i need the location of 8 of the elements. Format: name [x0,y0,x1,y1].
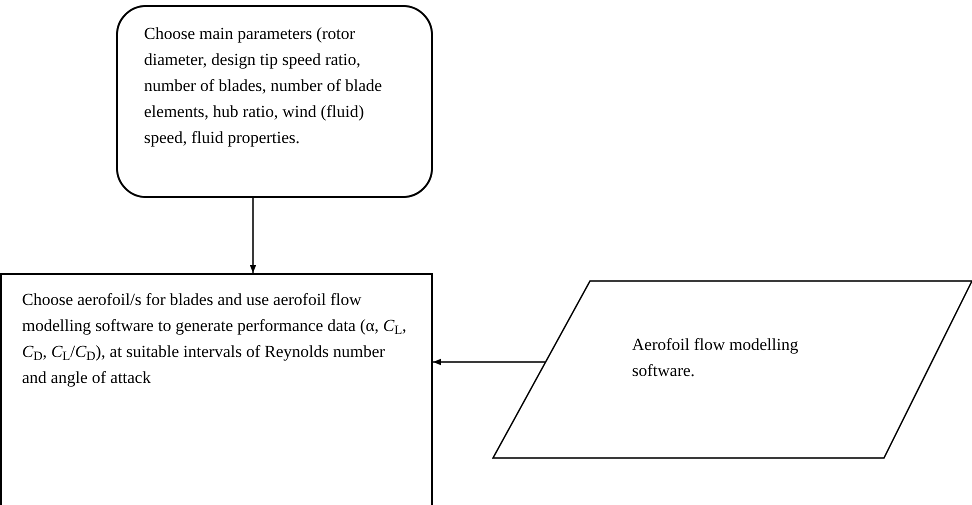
arrow [250,198,256,273]
data-parallelogram [492,280,972,459]
arrow [433,358,546,366]
node-text: Choose aerofoil/s for blades and use aerofoil flow modelling software to generate performance data (α, C$_{L}$, C$_{D}$, C$_{L}$/C$_{D}$), at suitable intervals of Reynolds number and angle of attack [22,289,408,389]
process-box [0,273,433,505]
node-text: Aerofoil flow modelling software. [632,334,800,382]
node-text: Choose main parameters (rotor diameter, design tip speed ratio, number of blades, number of blade elements, hub ratio, wind (fluid) speed, fluid properties. [144,23,383,149]
start-box [116,5,433,198]
